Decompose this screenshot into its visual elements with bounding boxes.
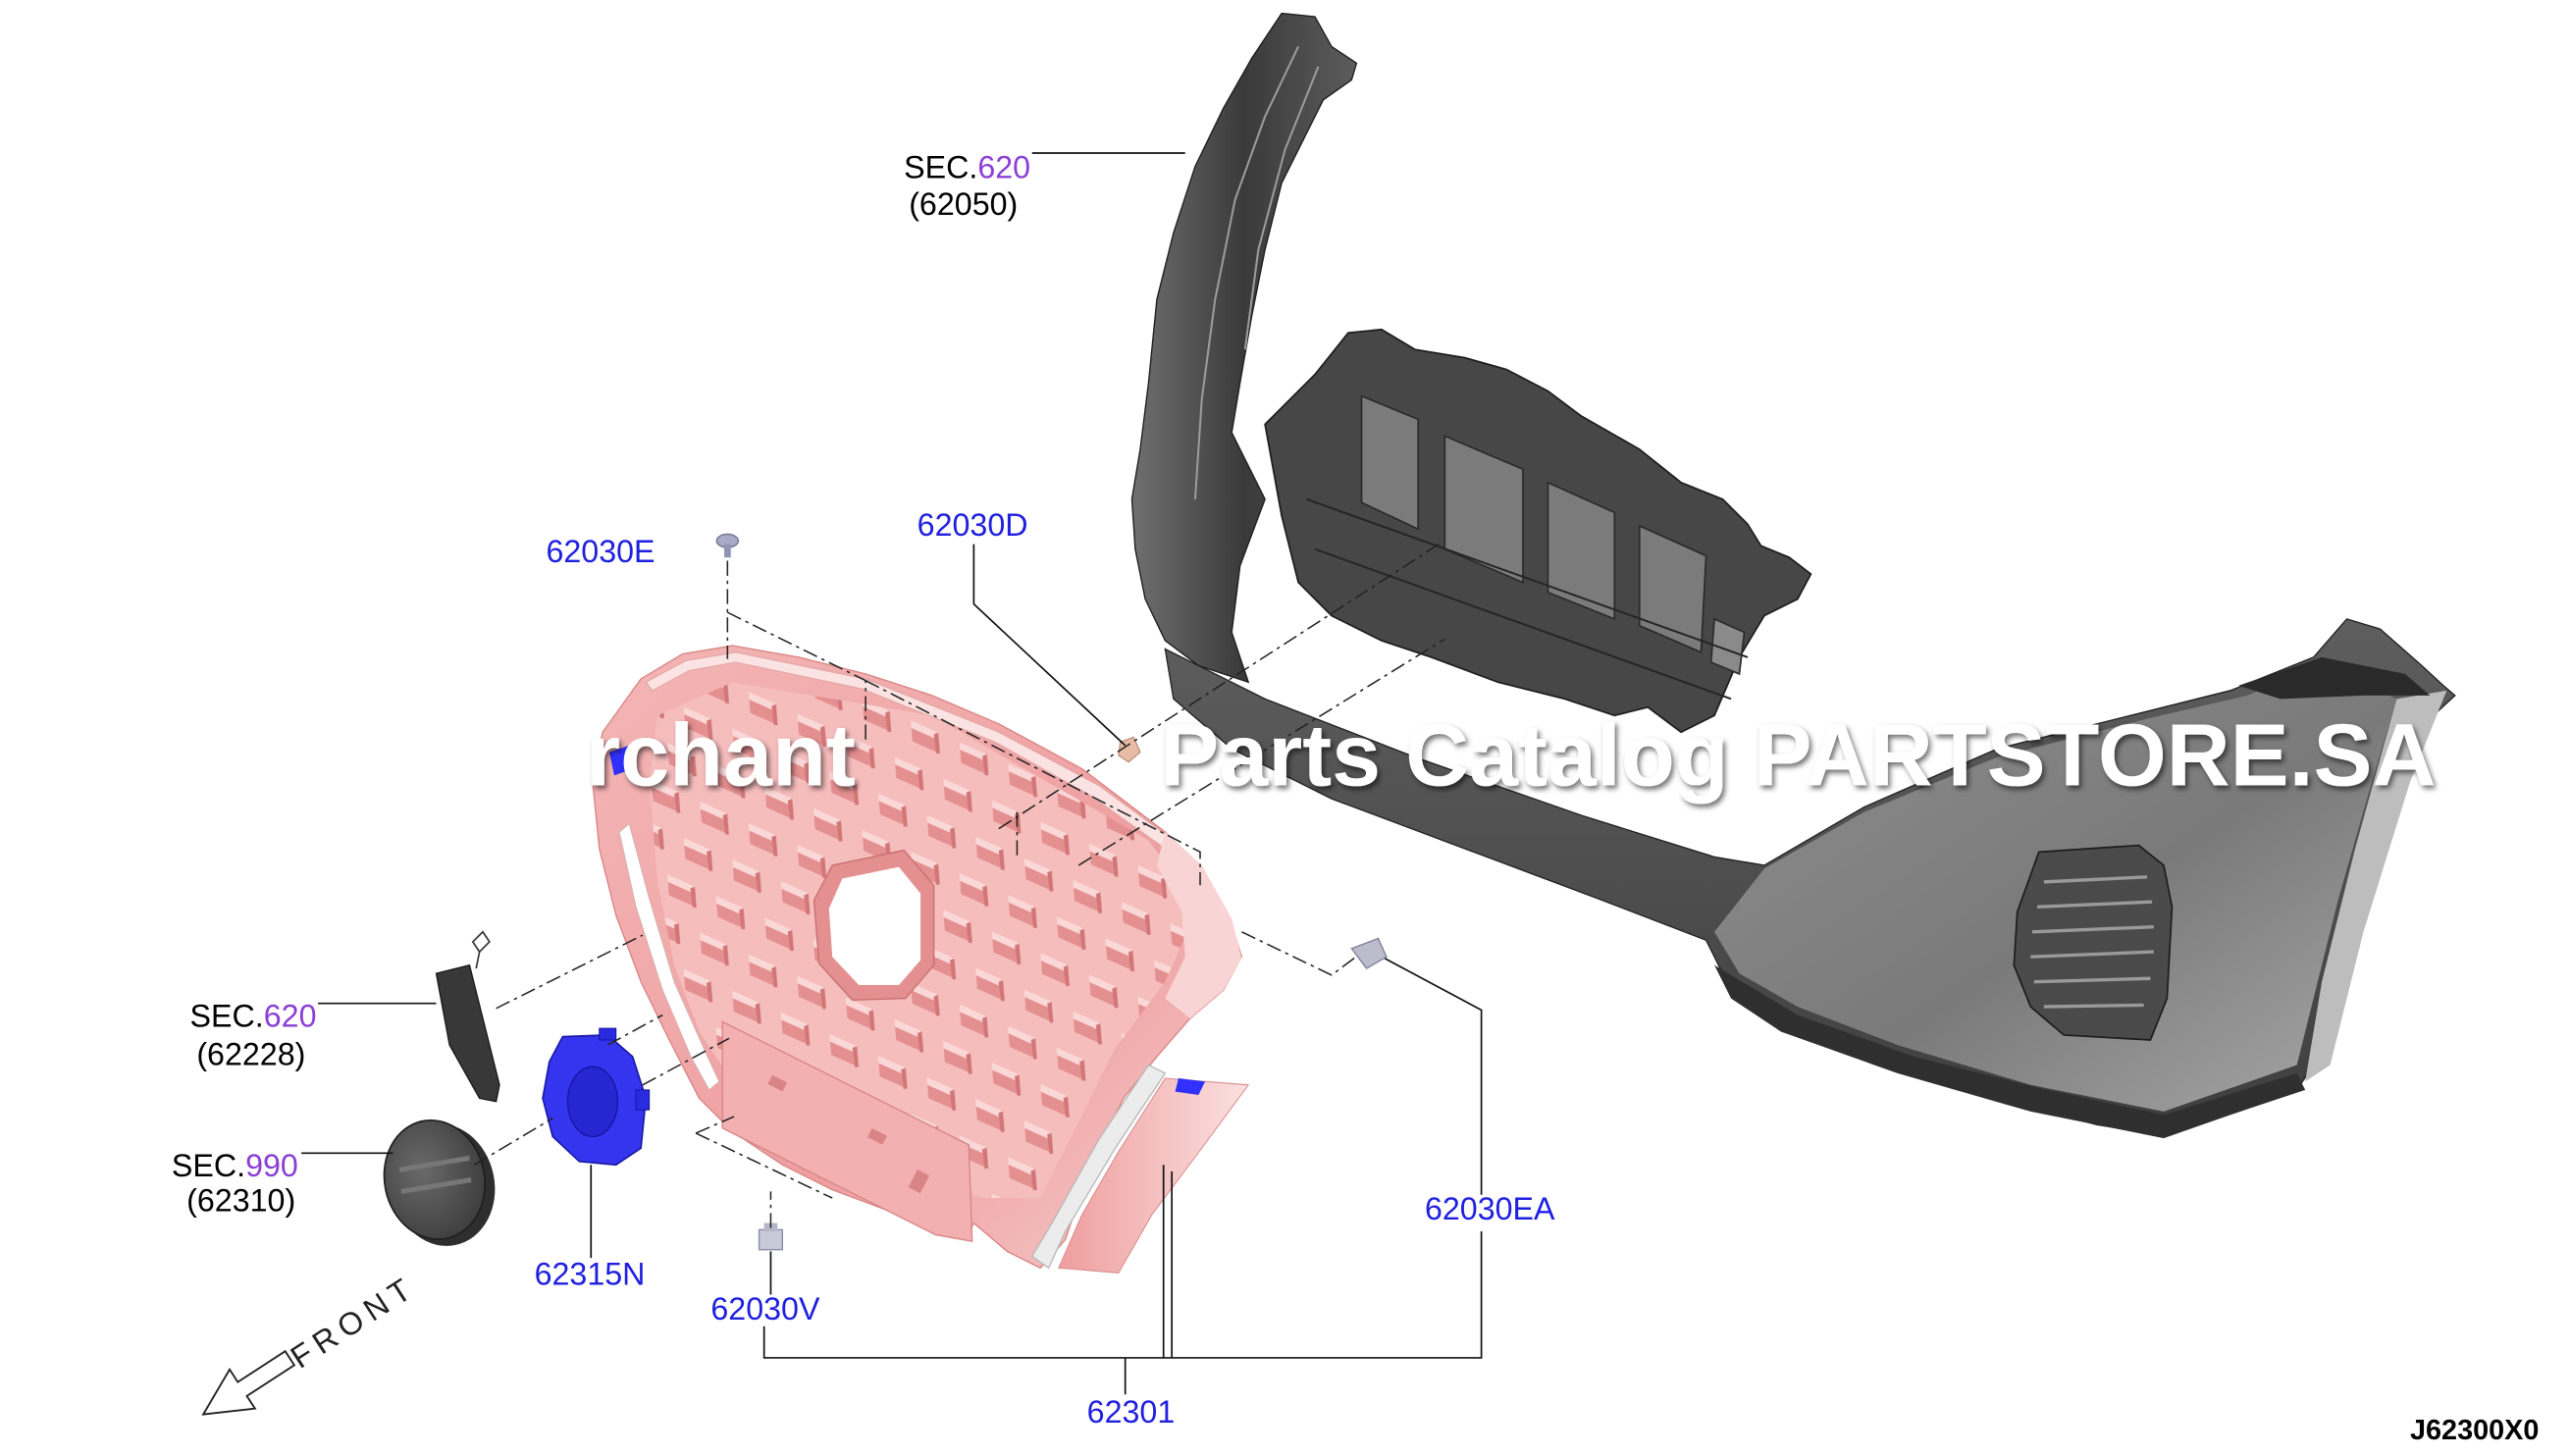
grille-left-chrome-strip (618, 822, 720, 1091)
license-plate-panel (721, 1020, 973, 1243)
diagram-reference-code: J62300X0 (2410, 1415, 2539, 1446)
sec-callout-620-62050[interactable]: SEC.620 (904, 149, 1030, 184)
front-direction-indicator: FRONT (201, 1269, 423, 1416)
bumper-lower-lip (1714, 964, 2306, 1139)
clip-62030ea (1350, 937, 1388, 969)
part-ref-62228: (62228) (196, 1036, 305, 1071)
part-ref-62310: (62310) (186, 1183, 295, 1219)
front-arrow-icon (201, 1349, 296, 1416)
grille-right-edge (1156, 832, 1242, 1018)
part-number-62030d[interactable]: 62030D (918, 507, 1028, 543)
cover-panel-62228 (435, 930, 500, 1103)
front-label: FRONT (285, 1269, 423, 1376)
part-ref-62050: (62050) (909, 186, 1018, 222)
bumper-upper-slot (2238, 656, 2431, 700)
bumper-left-arm (1130, 12, 1358, 684)
grille-clip-right (1175, 1078, 1206, 1095)
lower-grille-panel (1058, 1077, 1250, 1274)
lower-chrome-strip (1030, 1064, 1167, 1270)
part-number-62030e[interactable]: 62030E (546, 534, 655, 569)
bumper-arm-detail (1193, 46, 1320, 499)
front-bumper-fascia (1130, 12, 2456, 1139)
leader-lines (301, 152, 1483, 1395)
assembly-lines (474, 542, 1445, 1228)
fog-lamp-grille (2013, 844, 2174, 1041)
watermark-fragment-left: rchant (586, 707, 856, 806)
grille-clip-left (608, 745, 633, 776)
part-number-62030ea[interactable]: 62030EA (1425, 1191, 1555, 1226)
bumper-side-highlight (2305, 690, 2447, 1082)
part-number-62030v[interactable]: 62030V (710, 1291, 820, 1326)
emblem-62310 (383, 1118, 496, 1246)
emblem-opening (813, 849, 935, 1001)
sec-callout-990-62310[interactable]: SEC.990 (172, 1148, 298, 1183)
watermark: rchant Parts Catalog PARTSTORE.SA (586, 707, 2436, 806)
clip-62030e (715, 533, 740, 558)
part-number-62301[interactable]: 62301 (1087, 1394, 1176, 1430)
bumper-upper-lattice (1264, 328, 1812, 734)
emblem-base-62315n (542, 1027, 651, 1167)
part-number-62315n[interactable]: 62315N (535, 1256, 646, 1291)
watermark-fragment-right: Parts Catalog PARTSTORE.SA (1160, 707, 2436, 806)
sec-callout-620-62228[interactable]: SEC.620 (190, 998, 317, 1033)
